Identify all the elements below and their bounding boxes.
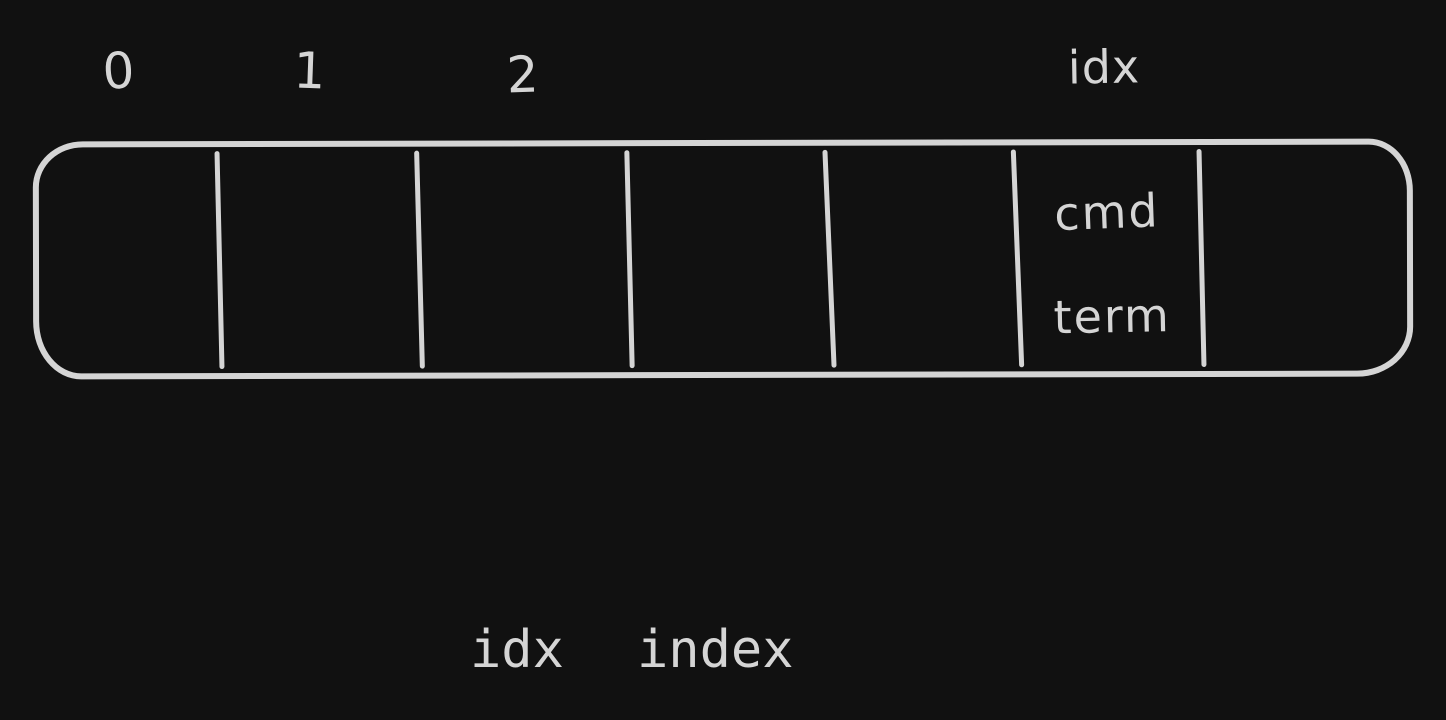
legend-meaning-idx: index	[637, 620, 794, 680]
index-label-idx: idx	[1067, 39, 1141, 95]
cell-divider-5	[1010, 149, 1025, 368]
index-label-2: 2	[505, 45, 541, 105]
cell-entry-cmd-label: cmd	[1053, 183, 1161, 242]
legend-row-idx: idx index	[470, 612, 1044, 688]
legend-abbr-idx: idx	[470, 620, 564, 680]
cell-divider-2	[414, 150, 425, 369]
cell-divider-4	[822, 149, 837, 368]
cell-entry-term-label: term	[1052, 288, 1172, 345]
cell-divider-3	[624, 150, 635, 369]
cell-divider-1	[214, 151, 225, 370]
log-array-box: cmd term	[32, 138, 1414, 380]
index-label-0: 0	[101, 41, 137, 101]
index-label-1: 1	[292, 41, 328, 101]
cell-divider-6	[1196, 148, 1207, 368]
